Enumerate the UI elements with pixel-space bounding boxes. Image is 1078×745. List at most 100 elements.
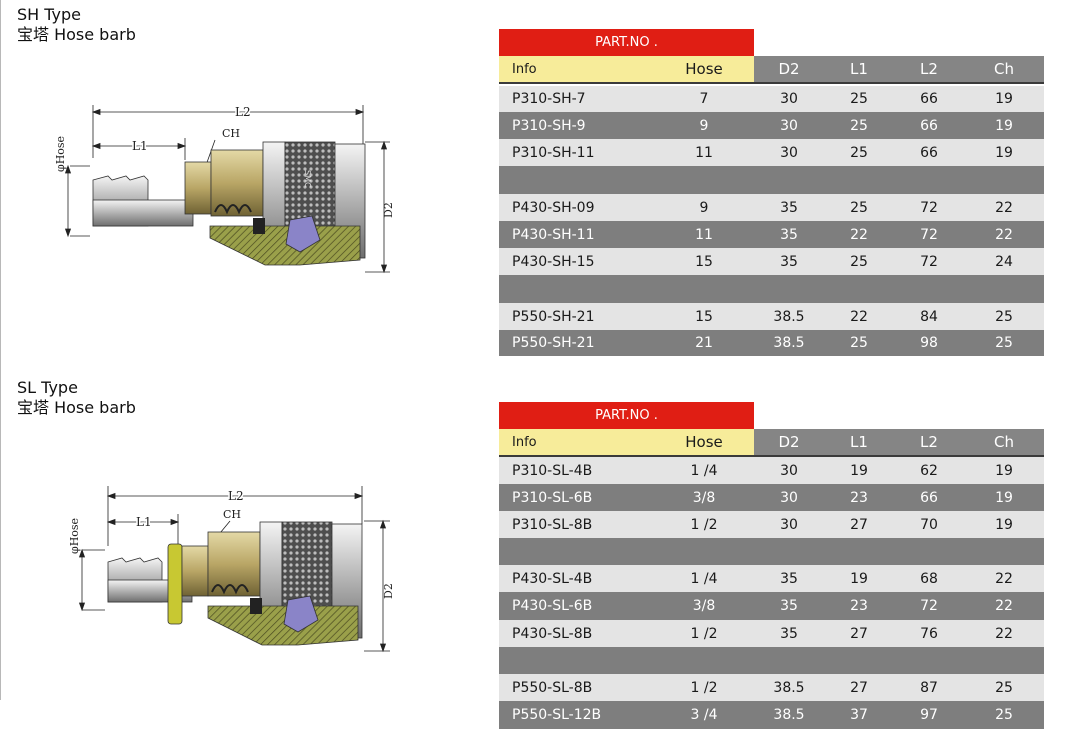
cell-l1: 22 — [850, 308, 868, 325]
cell-l2: 66 — [920, 91, 938, 107]
cell-ch: 25 — [995, 707, 1013, 723]
cell-l2: 84 — [920, 308, 938, 325]
sh-col-l1: L1 — [824, 56, 894, 82]
cell-ch: 22 — [995, 598, 1013, 614]
cell-info: P310-SL-4B — [512, 462, 593, 479]
cell-hose: 1 /2 — [690, 516, 718, 533]
sl-dim-hose-label: φHose — [68, 518, 81, 554]
table-row: P430-SL-8B 1 /2 35 27 76 22 — [499, 620, 1044, 647]
cell-d2: 30 — [780, 144, 798, 161]
cell-ch: 25 — [995, 308, 1013, 325]
table-row: P430-SH-15 15 35 25 72 24 — [499, 248, 1044, 275]
sh-type-subtitle: 宝塔 Hose barb — [17, 25, 136, 44]
table-row: P310-SL-8B 1 /2 30 27 70 19 — [499, 511, 1044, 538]
table-row: P310-SL-4B 1 /4 30 19 62 19 — [499, 457, 1044, 484]
cell-info: P550-SH-21 — [512, 308, 595, 325]
table-row: P430-SL-4B 1 /4 35 19 68 22 — [499, 565, 1044, 592]
cell-ch: 19 — [995, 462, 1013, 479]
cell-l1: 19 — [850, 462, 868, 479]
table-row: P310-SL-6B 3/8 30 23 66 19 — [499, 484, 1044, 511]
cell-hose: 1 /2 — [690, 625, 718, 642]
left-border-rule — [0, 0, 1, 700]
cell-hose: 1 /4 — [690, 570, 718, 587]
cell-d2: 30 — [780, 91, 798, 107]
table-row: P310-SH-7 7 30 25 66 19 — [499, 86, 1044, 112]
cell-l1: 23 — [850, 598, 868, 614]
cell-ch: 19 — [995, 144, 1013, 161]
cell-info: P430-SL-6B — [512, 598, 593, 614]
table-row: P310-SH-9 9 30 25 66 19 — [499, 112, 1044, 139]
cell-d2: 38.5 — [773, 308, 805, 325]
sl-coupler-body — [107, 521, 363, 646]
cell-l1: 23 — [850, 489, 868, 506]
cell-info: P430-SL-8B — [512, 625, 593, 642]
cell-l2: 72 — [920, 199, 938, 216]
table-row: P550-SH-21 15 38.5 22 84 25 — [499, 303, 1044, 330]
cell-d2: 35 — [780, 625, 798, 642]
cell-d2: 30 — [780, 489, 798, 506]
cell-hose: 21 — [695, 335, 713, 351]
group-separator-row — [499, 647, 1044, 674]
sl-dim-lines — [78, 486, 390, 653]
sl-dim-l1-label: L1 — [136, 515, 152, 529]
cell-ch: 22 — [995, 625, 1013, 642]
cell-d2: 38.5 — [773, 335, 805, 351]
cell-l2: 76 — [920, 625, 938, 642]
cell-info: P310-SH-11 — [512, 144, 595, 161]
cell-d2: 30 — [780, 462, 798, 479]
sl-column-header-row: Info Hose D2 L1 L2 Ch — [499, 429, 1044, 455]
cell-info: P550-SL-12B — [512, 707, 602, 723]
sh-dim-lines — [64, 105, 390, 274]
cell-ch: 19 — [995, 489, 1013, 506]
cell-l1: 25 — [850, 335, 868, 351]
cell-info: P430-SH-11 — [512, 226, 595, 243]
sh-column-header-row: Info Hose D2 L1 L2 Ch — [499, 56, 1044, 82]
cell-info: P310-SH-7 — [512, 91, 586, 107]
cell-info: P310-SL-8B — [512, 516, 593, 533]
sh-coupler-body: SMC — [92, 141, 366, 266]
sl-dim-ch-label: CH — [223, 508, 241, 521]
cell-hose: 1 /4 — [690, 462, 718, 479]
cell-hose: 15 — [695, 253, 713, 270]
cell-ch: 25 — [995, 335, 1013, 351]
cell-l2: 70 — [920, 516, 938, 533]
cell-ch: 25 — [995, 679, 1013, 696]
cell-l1: 25 — [850, 91, 868, 107]
cell-l2: 72 — [920, 598, 938, 614]
cell-hose: 9 — [699, 117, 709, 134]
cell-d2: 35 — [780, 199, 798, 216]
cell-l1: 25 — [850, 253, 868, 270]
table-row: P550-SL-12B 3 /4 38.5 37 97 25 — [499, 701, 1044, 729]
sl-spec-table: PART.NO . Info Hose D2 L1 L2 Ch P310-SL-… — [499, 402, 1044, 729]
sh-dim-d2-label: D2 — [382, 202, 395, 218]
cell-hose: 3/8 — [692, 598, 716, 614]
cell-l2: 68 — [920, 570, 938, 587]
sh-type-section: SH Type 宝塔 Hose barb — [0, 0, 1078, 370]
cell-ch: 19 — [995, 117, 1013, 134]
cell-l1: 27 — [850, 516, 868, 533]
sh-type-title: SH Type — [17, 5, 82, 24]
sh-col-info: Info — [499, 56, 654, 82]
cell-l2: 72 — [920, 226, 938, 243]
cell-ch: 22 — [995, 199, 1013, 216]
cell-l1: 22 — [850, 226, 868, 243]
cell-l2: 66 — [920, 144, 938, 161]
cell-ch: 24 — [995, 253, 1013, 270]
group-separator-row — [499, 538, 1044, 565]
cell-info: P430-SH-15 — [512, 253, 595, 270]
cell-d2: 35 — [780, 598, 798, 614]
cell-info: P310-SL-6B — [512, 489, 593, 506]
sl-col-l1: L1 — [824, 429, 894, 455]
sl-part-no-header: PART.NO . — [499, 402, 754, 429]
sh-dim-ch-label: CH — [222, 127, 240, 140]
sl-coupler-drawing: L2 L1 CH φHose D2 — [68, 486, 395, 653]
cell-info: P310-SH-9 — [512, 117, 586, 134]
table-row: P430-SH-09 9 35 25 72 22 — [499, 194, 1044, 221]
sh-col-hose: Hose — [654, 56, 754, 82]
sl-col-l2: L2 — [894, 429, 964, 455]
cell-info: P430-SL-4B — [512, 570, 593, 587]
cell-ch: 22 — [995, 226, 1013, 243]
cell-hose: 15 — [695, 308, 713, 325]
sh-col-d2: D2 — [754, 56, 824, 82]
sl-header-divider — [499, 455, 1044, 457]
